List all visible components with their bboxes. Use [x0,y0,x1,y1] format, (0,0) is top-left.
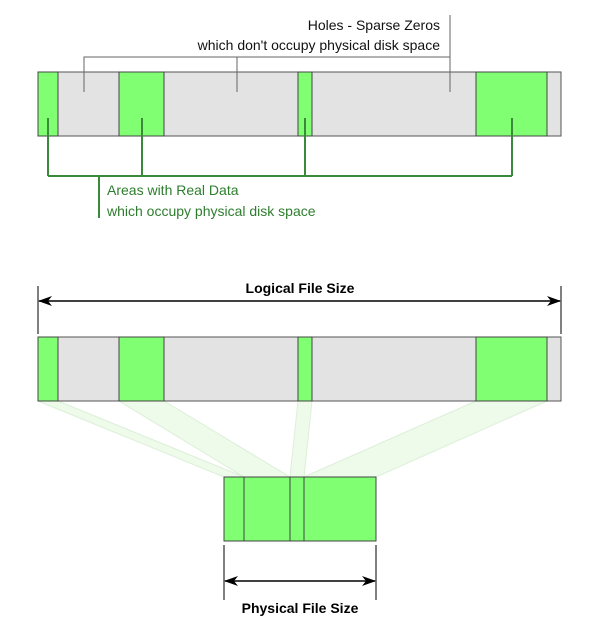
data-annotation: Areas with Real Data which occupy physic… [47,118,513,219]
data-block [37,336,59,402]
data-block [303,476,377,542]
data-block [475,336,548,402]
sparse-file-bar-top [37,57,562,137]
physical-size-dimension: Physical File Size [223,545,377,616]
data-label-line1: Areas with Real Data [107,182,239,198]
sparse-file-bar-logical [37,336,562,402]
data-block [118,336,165,402]
data-leader-lines [47,118,513,218]
logical-size-dimension: Logical File Size [37,280,562,334]
data-block [223,476,245,542]
mapping-band [303,400,548,478]
mapping-band [289,400,313,478]
mapping-bands [37,400,548,478]
physical-size-label: Physical File Size [242,600,359,616]
data-block [289,476,305,542]
data-label-line2: which occupy physical disk space [106,203,316,219]
physical-file-bar [223,476,377,542]
data-block [243,476,291,542]
logical-size-label: Logical File Size [246,280,355,296]
holes-label-line1: Holes - Sparse Zeros [308,17,440,33]
holes-label-line2: which don't occupy physical disk space [197,37,441,53]
data-block [297,336,313,402]
